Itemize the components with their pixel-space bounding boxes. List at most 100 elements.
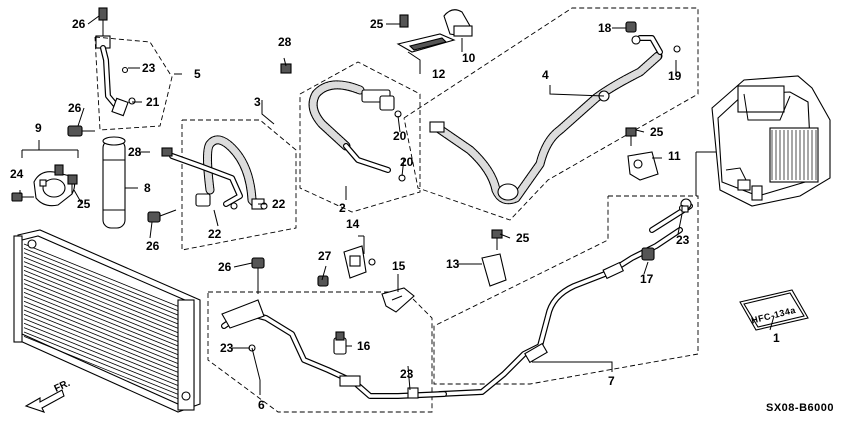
sensor-switch xyxy=(333,331,347,355)
callout-c3: 3 xyxy=(254,95,261,109)
bolt-icon xyxy=(67,125,95,137)
callout-c22a: 22 xyxy=(272,197,286,211)
bolt-icon xyxy=(11,192,34,202)
callout-c19: 19 xyxy=(668,69,682,83)
liquid-pipe xyxy=(437,198,693,397)
suction-pipe xyxy=(429,35,663,205)
callout-c9: 9 xyxy=(35,121,42,135)
leader-line xyxy=(401,157,405,177)
leader-line xyxy=(499,233,511,239)
pressure-switch-pipe xyxy=(95,7,136,117)
pipe-clamp xyxy=(343,245,376,279)
callout-c7: 7 xyxy=(608,374,615,388)
leader-line xyxy=(233,262,253,268)
bolt-icon xyxy=(147,209,177,223)
condenser xyxy=(13,229,201,413)
condenser-fin xyxy=(23,336,193,405)
callout-c26d: 26 xyxy=(218,260,232,274)
condenser-fin xyxy=(23,296,193,366)
condenser-fin xyxy=(23,265,193,335)
condenser-fin xyxy=(23,305,193,374)
callout-c20a: 20 xyxy=(393,129,407,143)
suction-hose xyxy=(280,63,406,182)
callout-c6: 6 xyxy=(258,398,265,412)
diagram-code: SX08-B6000 xyxy=(766,402,834,414)
callout-c13: 13 xyxy=(446,257,460,271)
pipe-clamp xyxy=(396,9,473,53)
condenser-fin xyxy=(23,292,193,361)
callout-c23d: 23 xyxy=(400,367,414,381)
leader-line xyxy=(769,315,775,331)
callout-c18: 18 xyxy=(598,21,612,35)
pipe-bracket xyxy=(381,287,415,313)
leader-line xyxy=(283,57,287,67)
condenser-fin xyxy=(23,322,193,392)
condenser-fin xyxy=(23,278,193,348)
callout-c15: 15 xyxy=(392,259,406,273)
callout-c11: 11 xyxy=(668,149,681,163)
condenser-fin xyxy=(23,261,193,330)
condenser-fin xyxy=(23,283,193,352)
condenser-fin xyxy=(23,248,193,317)
leader-line xyxy=(87,15,100,25)
callout-c4: 4 xyxy=(542,68,549,82)
callout-c23c: 23 xyxy=(220,341,234,355)
condenser-fin xyxy=(23,274,193,344)
callout-c20b: 20 xyxy=(400,155,414,169)
callout-c27: 27 xyxy=(318,249,332,263)
leader-line xyxy=(407,365,411,391)
callout-c25d: 25 xyxy=(516,231,530,245)
callout-c17: 17 xyxy=(640,272,654,286)
callout-c26b: 26 xyxy=(68,101,82,115)
leader-line xyxy=(73,189,83,205)
bolt-icon xyxy=(625,21,637,33)
pipe-bracket xyxy=(625,127,659,181)
callout-c10: 10 xyxy=(462,51,476,65)
front-indicator: FR. xyxy=(53,378,72,395)
callout-labels: 1234567891011121314151617181920202122222… xyxy=(10,17,780,412)
callout-c1: 1 xyxy=(773,331,780,345)
callout-c23a: 23 xyxy=(142,61,156,75)
bolt-icon xyxy=(161,147,173,157)
leader-line xyxy=(321,265,327,281)
condenser-fin xyxy=(23,314,193,383)
leader-line xyxy=(149,221,153,239)
o-ring-icon xyxy=(681,205,689,213)
leader-line xyxy=(77,107,85,127)
leader-line xyxy=(213,209,219,227)
bolt-icon xyxy=(67,174,78,194)
callout-c28b: 28 xyxy=(128,145,142,159)
evaporator-unit xyxy=(711,75,831,207)
callout-c5: 5 xyxy=(194,67,201,81)
leader-lines xyxy=(19,15,775,395)
bolt-icon xyxy=(251,257,265,294)
callout-c2: 2 xyxy=(339,201,346,215)
leader-line xyxy=(643,261,649,275)
condenser-fin xyxy=(23,252,193,322)
bolt-icon xyxy=(641,247,655,261)
condenser-fin xyxy=(23,318,193,388)
leader-line xyxy=(532,361,613,372)
leader-line xyxy=(407,51,421,74)
condenser-fin xyxy=(23,309,193,379)
pipe-bracket xyxy=(481,229,507,287)
callout-c25b: 25 xyxy=(77,197,91,211)
leader-line xyxy=(261,100,275,125)
refrigerant-label: HFC-134a xyxy=(739,289,809,331)
callout-c14: 14 xyxy=(346,217,360,231)
discharge-hose xyxy=(169,135,268,210)
callout-c23b: 23 xyxy=(676,233,690,247)
callout-c25a: 25 xyxy=(370,17,384,31)
dryer-bracket xyxy=(33,164,76,207)
callout-c12: 12 xyxy=(432,67,446,81)
callout-c21: 21 xyxy=(146,95,160,109)
callout-c26c: 26 xyxy=(146,239,160,253)
receiver-pipe xyxy=(221,299,447,399)
callout-c8: 8 xyxy=(144,181,151,195)
condenser-fin xyxy=(23,256,193,326)
condenser-fin xyxy=(23,300,193,370)
callout-c24: 24 xyxy=(10,167,24,181)
front-arrow-icon: FR. xyxy=(24,378,72,413)
callout-c16: 16 xyxy=(357,339,371,353)
